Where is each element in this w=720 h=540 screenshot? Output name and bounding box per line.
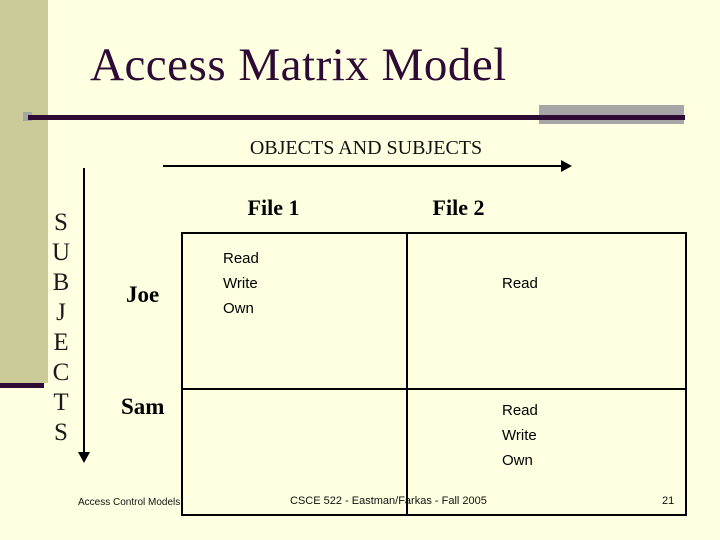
subjects-vertical-label: S U B J E C T S (50, 208, 72, 448)
subjects-letter: S (54, 419, 68, 446)
footer-credits: CSCE 522 - Eastman/Farkas - Fall 2005 (290, 495, 487, 507)
row-header-joe: Joe (126, 282, 160, 307)
footer-page-number: 21 (662, 495, 675, 507)
row-header-sam: Sam (121, 394, 165, 419)
cell-sam-file2: Read Write Own (406, 388, 687, 516)
cell-sam-file1 (181, 388, 408, 516)
table-row: Read Write Own (181, 388, 687, 516)
objects-axis-arrow-line (163, 165, 563, 167)
subjects-letter: J (56, 299, 66, 326)
subjects-letter: S (54, 209, 68, 236)
sidebar-endcap (0, 383, 44, 388)
title-rule-tip (23, 112, 32, 121)
subjects-letter: C (52, 359, 70, 386)
right-arrow-icon (561, 160, 572, 172)
down-arrow-icon (78, 452, 90, 463)
subjects-letter: U (51, 239, 71, 266)
access-matrix-table: Read Write Own Read Read Write Own (181, 232, 687, 516)
column-header-file1: File 1 (247, 195, 300, 220)
sidebar-bar (0, 0, 48, 383)
subjects-letter: B (52, 269, 70, 296)
subjects-letter: T (53, 389, 69, 416)
subjects-letter: E (53, 329, 69, 356)
cell-joe-file2: Read (406, 232, 687, 390)
table-row: Read Write Own Read (181, 232, 687, 390)
column-header-file2: File 2 (432, 195, 485, 220)
slide-title: Access Matrix Model (90, 39, 507, 91)
subjects-axis-arrow-line (83, 168, 85, 456)
objects-subjects-heading: OBJECTS AND SUBJECTS (249, 137, 483, 159)
cell-joe-file1: Read Write Own (181, 232, 408, 390)
title-rule-line (28, 115, 685, 120)
footer-course-label: Access Control Models (78, 497, 181, 508)
